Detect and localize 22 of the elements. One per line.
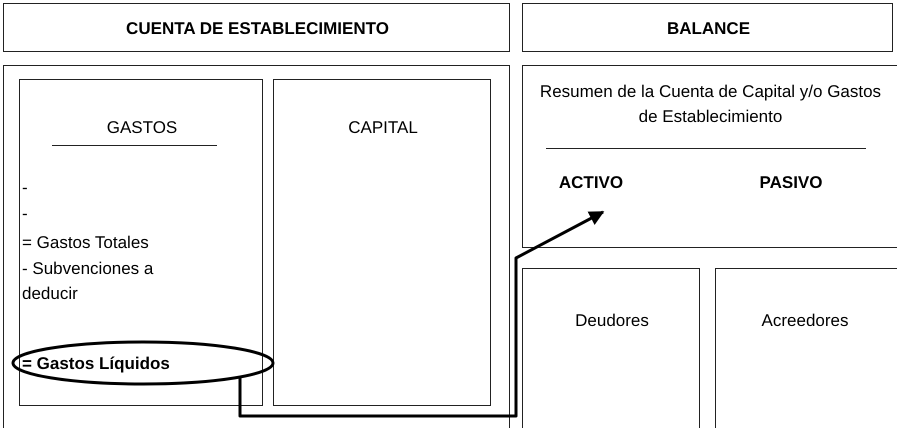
list-item: - [22, 177, 29, 199]
header-text: CUENTA DE ESTABLECIMIENTO [125, 18, 390, 40]
column-box [273, 79, 491, 406]
header-box [3, 3, 510, 52]
arrow [238, 210, 604, 418]
total-text: = Gastos Líquidos [22, 353, 171, 375]
panel-box [3, 65, 510, 428]
list-item: - Subvenciones a deducir [22, 258, 154, 305]
header-box [522, 3, 893, 52]
list-item: - [22, 203, 29, 225]
panel-box [522, 65, 897, 248]
column-box [522, 268, 700, 428]
list-item: = Gastos Totales [22, 232, 150, 254]
box-label: Deudores [574, 310, 650, 332]
column-label: ACTIVO [558, 172, 624, 194]
column-box [715, 268, 897, 428]
column-heading: CAPITAL [347, 117, 419, 139]
box-label: Acreedores [760, 310, 850, 332]
panel-heading: Resumen de la Cuenta de Capital y/o Gastos de Establecimiento [538, 81, 882, 128]
column-heading: GASTOS [106, 117, 178, 139]
header-text: BALANCE [666, 18, 752, 40]
column-label: PASIVO [758, 172, 824, 194]
